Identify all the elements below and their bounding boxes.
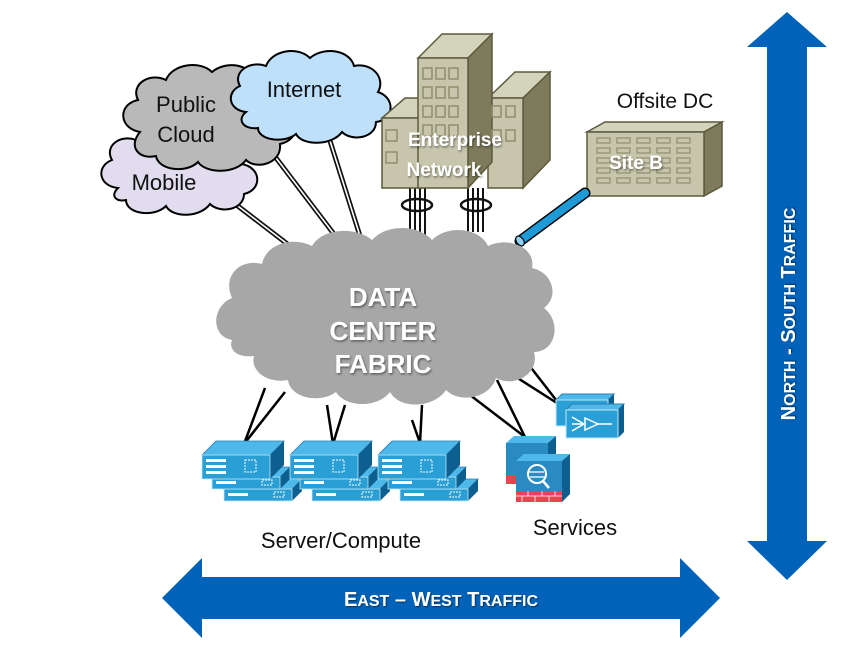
site-b-building-icon: Site B bbox=[584, 120, 725, 198]
port-channel-icon bbox=[400, 197, 434, 213]
cloud-links bbox=[228, 124, 363, 248]
server-stack-icon bbox=[377, 440, 479, 502]
server-stacks bbox=[201, 440, 479, 502]
internet-label: Internet bbox=[267, 77, 342, 102]
firewall-icon bbox=[506, 436, 570, 502]
mobile-link bbox=[228, 198, 292, 248]
site-b-label: Site B bbox=[609, 153, 663, 174]
windows bbox=[385, 67, 516, 164]
data-center-fabric-cloud: DATA CENTER FABRIC bbox=[216, 228, 555, 405]
services-label: Services bbox=[533, 515, 617, 540]
double-arrow-horizontal bbox=[162, 558, 720, 638]
north-south-traffic-label: NORTH - SOUTH TRAFFIC bbox=[778, 207, 800, 420]
port-channel-icon bbox=[459, 197, 493, 213]
enterprise-links bbox=[400, 188, 493, 236]
internet-link bbox=[322, 124, 363, 237]
dci-link-tube bbox=[514, 187, 591, 247]
east-west-arrow: EAST – WEST TRAFFIC bbox=[162, 558, 720, 638]
offsite-dc-label: Offsite DC bbox=[617, 90, 713, 113]
internet-cloud: Internet bbox=[230, 50, 392, 144]
public-cloud-label-line2: Cloud bbox=[157, 122, 214, 147]
enterprise-building-icon: Enterprise Network bbox=[379, 32, 552, 190]
fabric-label-line1: DATA bbox=[349, 282, 418, 312]
fabric-label-line3: FABRIC bbox=[335, 349, 432, 379]
east-west-traffic-label: EAST – WEST TRAFFIC bbox=[344, 589, 538, 611]
enterprise-label-line2: Network bbox=[407, 160, 482, 181]
fabric-label-line2: CENTER bbox=[330, 316, 437, 346]
cloud-shape bbox=[216, 228, 555, 405]
server-compute-label: Server/Compute bbox=[261, 528, 421, 553]
cloud-shape bbox=[230, 50, 392, 144]
load-balancer-icon bbox=[554, 393, 626, 439]
north-south-arrow: NORTH - SOUTH TRAFFIC bbox=[747, 12, 827, 580]
server-stack-icon bbox=[289, 440, 391, 502]
mobile-label: Mobile bbox=[132, 170, 197, 195]
server-stack-icon bbox=[201, 440, 303, 502]
double-arrow-vertical bbox=[747, 12, 827, 580]
public-cloud-label-line1: Public bbox=[156, 92, 216, 117]
public-cloud-link bbox=[268, 148, 342, 244]
enterprise-label-line1: Enterprise bbox=[408, 130, 502, 151]
